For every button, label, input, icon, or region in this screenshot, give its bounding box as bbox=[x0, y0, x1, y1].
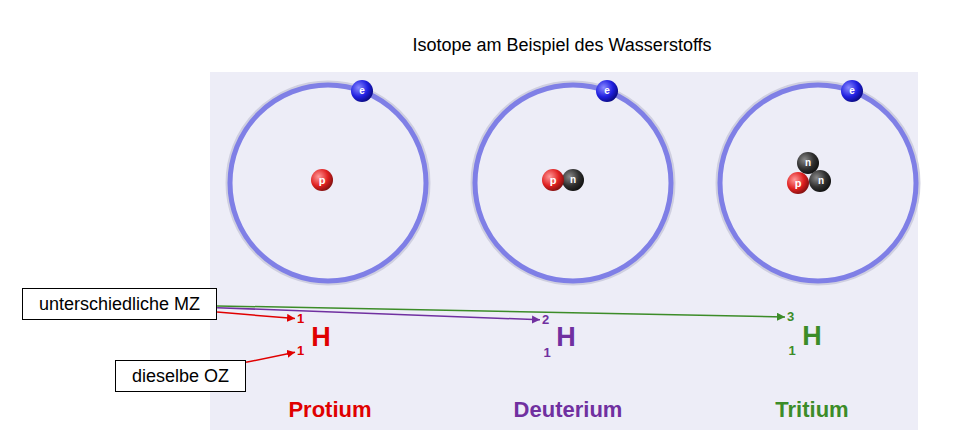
element-symbol: H bbox=[556, 324, 576, 351]
node-text: 3 bbox=[787, 310, 794, 324]
element-symbol: H bbox=[311, 324, 331, 351]
node-text: 2 bbox=[542, 313, 549, 327]
mass-number-box: unterschiedliche MZ bbox=[22, 288, 217, 320]
isotope-name: Protium bbox=[288, 399, 371, 421]
atomic-number: 1 bbox=[788, 344, 795, 357]
panel bbox=[210, 72, 918, 430]
diagram-title: Isotope am Beispiel des Wasserstoffs bbox=[412, 36, 711, 54]
atom-tritium bbox=[717, 80, 919, 284]
arrow-connector bbox=[246, 352, 295, 362]
proton-label: p bbox=[550, 175, 557, 186]
isotope-name: Tritium bbox=[775, 399, 848, 421]
mass-number: 3 bbox=[787, 310, 794, 324]
atomic-number: 1 bbox=[297, 344, 304, 358]
node-text: dieselbe OZ bbox=[132, 365, 229, 387]
element-symbol: H bbox=[802, 323, 822, 350]
mass-number: 1 bbox=[297, 312, 304, 326]
neutron-label: n bbox=[818, 176, 824, 186]
node-text: 1 bbox=[297, 312, 304, 326]
isotope-name: Deuterium bbox=[514, 399, 623, 421]
node-text: unterschiedliche MZ bbox=[39, 293, 200, 315]
electron-label: e bbox=[604, 86, 610, 96]
electron-label: e bbox=[849, 86, 855, 96]
node-text: 1 bbox=[297, 344, 304, 358]
atom-protium bbox=[227, 80, 429, 284]
proton-label: p bbox=[795, 178, 802, 189]
atomic-number-box: dieselbe OZ bbox=[115, 360, 246, 392]
electron-label: e bbox=[359, 86, 365, 96]
neutron-label: n bbox=[805, 158, 811, 168]
mass-number: 2 bbox=[542, 313, 549, 327]
atomic-number: 1 bbox=[543, 346, 550, 359]
proton-label: p bbox=[319, 175, 326, 186]
neutron-label: n bbox=[570, 175, 576, 185]
atom-deuterium bbox=[472, 80, 674, 284]
arrow-connector bbox=[217, 312, 295, 318]
